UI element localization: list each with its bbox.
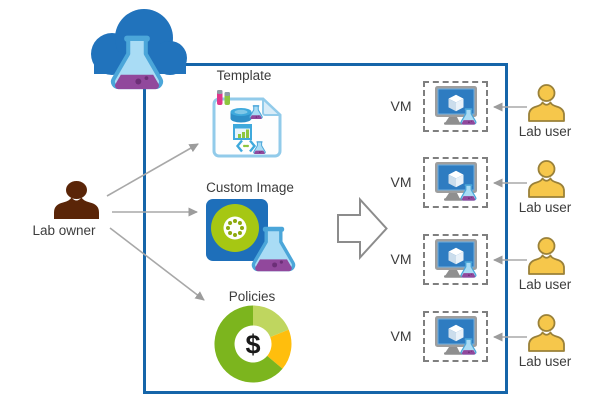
cost-policy-donut-icon: $ [214, 305, 292, 383]
vm-row: VM Lab user [0, 81, 600, 143]
vm-monitor-flask-icon [434, 85, 477, 125]
lab-user-icon [528, 237, 565, 275]
custom-image-disc-flask-icon [206, 199, 296, 273]
lab-user-label: Lab user [518, 354, 572, 369]
vm-label: VM [390, 328, 412, 344]
vm-row: VM Lab user [0, 157, 600, 219]
vm-dashed-box [423, 157, 488, 208]
vm-label: VM [390, 98, 412, 114]
vm-dashed-box [423, 234, 488, 285]
vm-monitor-flask-icon [434, 315, 477, 355]
vm-monitor-flask-icon [434, 238, 477, 278]
vm-dashed-box [423, 81, 488, 132]
lab-user-icon [528, 160, 565, 198]
lab-user-label: Lab user [518, 200, 572, 215]
test-tubes-icon [217, 90, 230, 105]
custom-image-label: Custom Image [206, 180, 294, 195]
donut-segment-light-green [253, 305, 289, 338]
devtest-labs-cloud-flask-icon [91, 9, 187, 120]
policies-label: Policies [228, 289, 276, 304]
lab-user-label: Lab user [518, 277, 572, 292]
lab-user-icon [528, 314, 565, 352]
code-brackets-icon [235, 139, 257, 153]
vm-label: VM [390, 174, 412, 190]
template-label: Template [216, 68, 272, 83]
disc-icon [211, 204, 259, 252]
dollar-badge: $ [245, 330, 260, 360]
lab-owner-icon [54, 181, 99, 219]
vm-monitor-flask-icon [434, 161, 477, 201]
lab-owner-label: Lab owner [32, 223, 96, 238]
page-fold [262, 98, 281, 116]
donut-segment-yellow [267, 329, 292, 369]
donut-segment-green [214, 305, 283, 383]
lab-user-label: Lab user [518, 124, 572, 139]
database-icon [230, 108, 252, 123]
template-document-icon [212, 90, 282, 158]
vm-row: VM Lab user [0, 311, 600, 373]
vm-dashed-box [423, 311, 488, 362]
vm-row: VM Lab user [0, 234, 600, 296]
vm-label: VM [390, 251, 412, 267]
lab-user-icon [528, 84, 565, 122]
window-chart-icon [233, 124, 252, 140]
